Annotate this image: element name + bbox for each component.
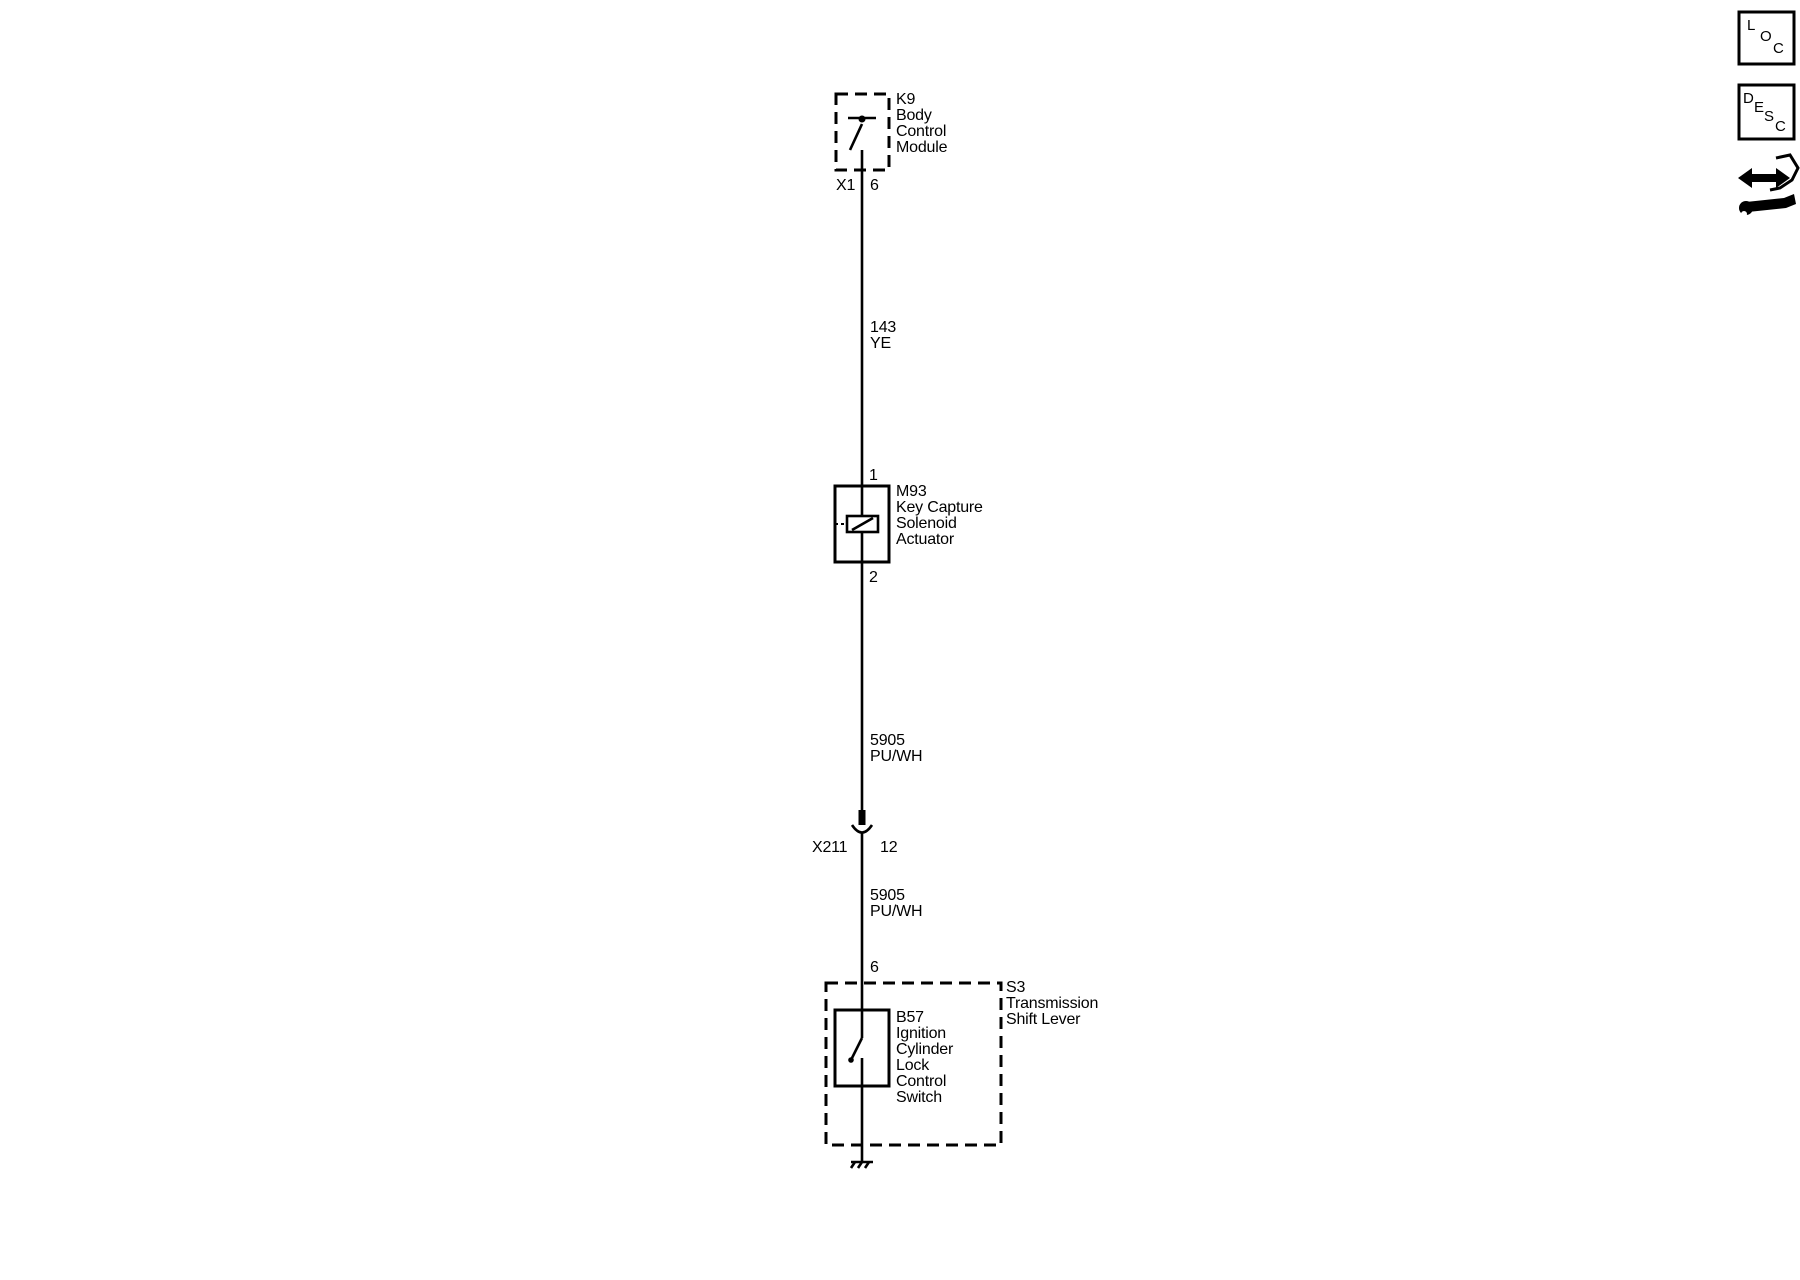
solenoid-icon xyxy=(835,486,880,562)
s3-name-line: Shift Lever xyxy=(1006,1011,1081,1028)
wire-color: YE xyxy=(870,335,891,352)
connector-male-pin xyxy=(858,810,866,825)
b57-switch-icon xyxy=(848,1010,864,1162)
m93-name-line: Key Capture xyxy=(896,499,983,516)
connector-female-socket xyxy=(850,824,874,834)
loc-letter: L xyxy=(1747,17,1755,34)
b57-name-line: Control xyxy=(896,1073,946,1090)
m93-key-capture-solenoid-actuator[interactable]: 1 M93 Key Capture Solenoid Actuator 2 xyxy=(833,467,983,586)
desc-button[interactable]: D E S C xyxy=(1737,83,1796,141)
wire-circuit: 5905 xyxy=(870,732,905,749)
desc-letter: E xyxy=(1754,99,1764,116)
m93-pin-top: 1 xyxy=(869,467,878,484)
loc-letter: O xyxy=(1760,28,1772,45)
loc-button[interactable]: L O C xyxy=(1737,10,1796,66)
loc-icon xyxy=(1737,10,1796,66)
x211-inline-connector[interactable]: X211 12 xyxy=(812,810,898,856)
b57-ref: B57 xyxy=(896,1009,924,1026)
k9-name-line: Control xyxy=(896,123,946,140)
chassis-ground-icon xyxy=(849,1160,873,1169)
k9-name-line: Body xyxy=(896,107,932,124)
b57-name-line: Cylinder xyxy=(896,1041,954,1058)
wire-color: PU/WH xyxy=(870,748,922,765)
wire-143[interactable]: 143 YE xyxy=(860,170,897,486)
wire-circuit: 5905 xyxy=(870,887,905,904)
x211-pin: 12 xyxy=(880,839,898,856)
desc-icon xyxy=(1737,83,1796,141)
diagnostic-tools-button[interactable] xyxy=(1738,153,1800,217)
m93-pin-bottom: 2 xyxy=(869,569,878,586)
desc-letter: C xyxy=(1775,118,1786,135)
k9-ref: K9 xyxy=(896,91,915,108)
desc-letter: S xyxy=(1764,108,1774,125)
tools-icon xyxy=(1738,153,1800,217)
k9-switch-icon xyxy=(848,115,876,170)
s3-transmission-shift-lever[interactable]: 6 S3 Transmission Shift Lever xyxy=(824,959,1098,1147)
k9-body-control-module[interactable]: K9 Body Control Module X1 6 xyxy=(834,91,948,194)
k9-pin: 6 xyxy=(870,177,879,194)
s3-outline xyxy=(824,981,1003,1147)
wire-color: PU/WH xyxy=(870,903,922,920)
m93-ref: M93 xyxy=(896,483,927,500)
k9-connector: X1 xyxy=(836,177,855,194)
b57-name-line: Switch xyxy=(896,1089,942,1106)
wire-5905-lower[interactable]: 5905 PU/WH xyxy=(860,833,923,1010)
wire-circuit: 143 xyxy=(870,319,896,336)
loc-letter: C xyxy=(1773,40,1784,57)
b57-name-line: Ignition xyxy=(896,1025,946,1042)
desc-letter: D xyxy=(1743,90,1754,107)
s3-pin: 6 xyxy=(870,959,879,976)
x211-ref: X211 xyxy=(812,839,848,856)
b57-name-line: Lock xyxy=(896,1057,930,1074)
b57-ignition-cylinder-lock-control-switch[interactable]: B57 Ignition Cylinder Lock Control Switc… xyxy=(833,1008,954,1162)
m93-name-line: Solenoid xyxy=(896,515,957,532)
wire-5905-upper[interactable]: 5905 PU/WH xyxy=(860,562,923,815)
k9-name-line: Module xyxy=(896,139,948,156)
m93-name-line: Actuator xyxy=(896,531,955,548)
s3-ref: S3 xyxy=(1006,979,1025,996)
s3-name-line: Transmission xyxy=(1006,995,1098,1012)
